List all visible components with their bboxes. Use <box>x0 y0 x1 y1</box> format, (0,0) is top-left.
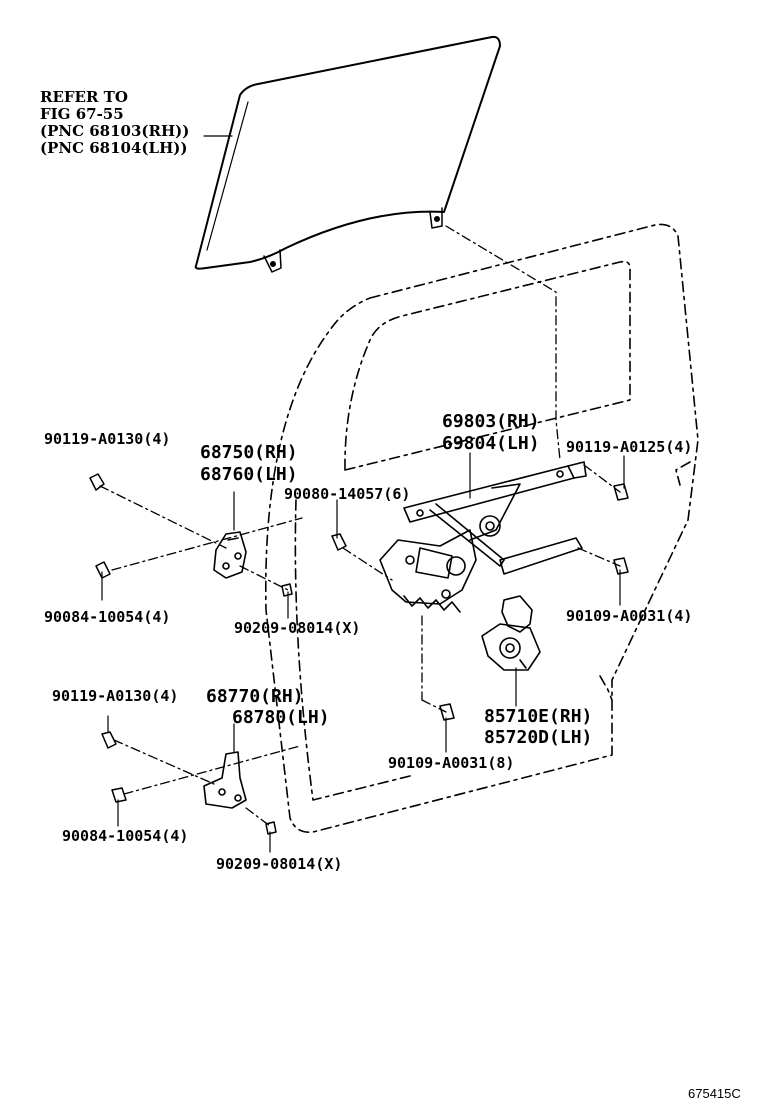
door-frame <box>264 223 699 834</box>
window-regulator <box>379 461 587 613</box>
figure-code: 675415C <box>688 1086 741 1101</box>
part-label-bolt-mid-right: 90109-A0031(4) <box>566 607 693 625</box>
reference-line-2: FIG 67-55 <box>40 105 124 123</box>
part-label-bolt-mid-left: 90084-10054(4) <box>44 608 171 626</box>
part-label-bolt-upper-right: 90119-A0125(4) <box>566 438 693 456</box>
part-label-regulator-rh: 69803(RH) <box>442 411 540 432</box>
part-label-upper-hinge-lh: 68760(LH) <box>200 464 298 485</box>
reference-note: REFER TO FIG 67-55 (PNC 68103(RH)) (PNC … <box>40 89 189 157</box>
part-label-regulator-lh: 69804(LH) <box>442 433 540 454</box>
part-label-bolt-lower-mid: 90084-10054(4) <box>62 827 189 845</box>
part-label-bolt-motor: 90109-A0031(8) <box>388 754 515 772</box>
lower-hinge <box>203 751 247 809</box>
door-glass <box>194 35 501 273</box>
part-label-bolt-upper-left: 90119-A0130(4) <box>44 430 171 448</box>
part-label-bolt-lower-left: 90119-A0130(4) <box>52 687 179 705</box>
part-label-regulator-bolt: 90080-14057(6) <box>284 485 411 503</box>
assembly-lines <box>99 225 621 827</box>
part-label-motor-rh: 85710E(RH) <box>484 706 593 727</box>
bolts <box>89 473 629 835</box>
part-label-lower-hinge-rh: 68770(RH) <box>206 686 304 707</box>
part-label-motor-lh: 85720D(LH) <box>484 727 593 748</box>
part-label-pin-lower: 90209-08014(X) <box>216 855 343 873</box>
regulator-motor <box>481 595 541 671</box>
leader-lines <box>101 135 625 853</box>
reference-line-1: REFER TO <box>40 88 128 106</box>
reference-line-3: (PNC 68103(RH)) <box>40 122 190 140</box>
reference-line-4: (PNC 68104(LH)) <box>40 139 188 157</box>
part-label-lower-hinge-lh: 68780(LH) <box>232 707 330 728</box>
part-label-upper-hinge-rh: 68750(RH) <box>200 442 298 463</box>
part-label-pin-upper: 90209-08014(X) <box>234 619 361 637</box>
upper-hinge <box>213 531 247 579</box>
